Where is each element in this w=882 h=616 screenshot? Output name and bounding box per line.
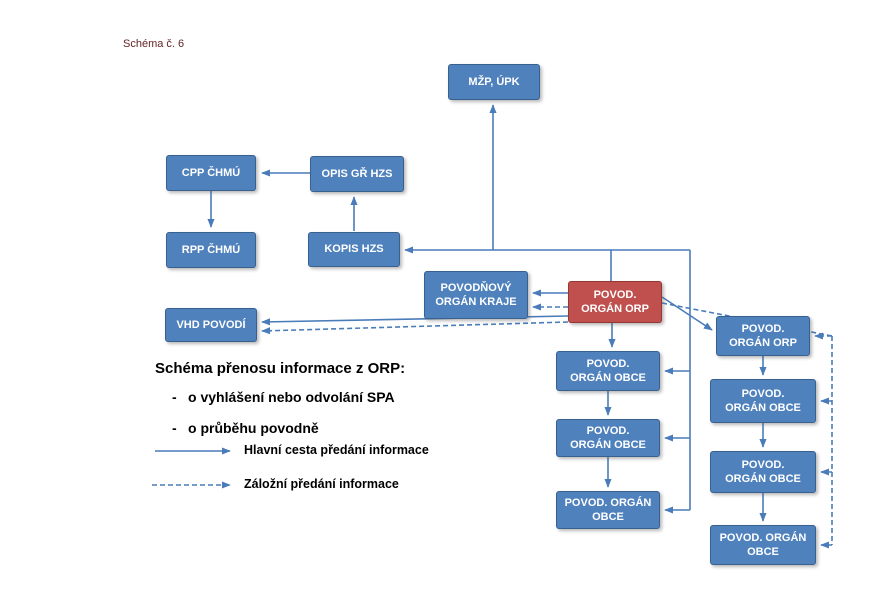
diagram-heading: Schéma přenosu informace z ORP:	[155, 360, 406, 377]
node-povod-organ-obce-r3: POVOD. ORGÁN OBCE	[710, 525, 816, 565]
node-mzp-upk: MŽP, ÚPK	[448, 64, 540, 100]
node-label: CPP ČHMÚ	[181, 166, 241, 179]
node-label: MŽP, ÚPK	[468, 75, 520, 88]
node-povod-organ-obce-l2: POVOD. ORGÁN OBCE	[556, 419, 660, 457]
node-label: POVOD. ORGÁN ORP	[729, 322, 797, 349]
node-povod-organ-orp-main: POVOD. ORGÁN ORP	[568, 281, 662, 323]
node-label: POVOD. ORGÁN OBCE	[719, 531, 807, 558]
node-cpp-chmu: CPP ČHMÚ	[166, 155, 256, 191]
schema-number-label: Schéma č. 6	[123, 38, 185, 50]
node-povod-organ-obce-l3: POVOD. ORGÁN OBCE	[556, 491, 660, 529]
node-povodnovy-organ-kraje: POVODŇOVÝ ORGÁN KRAJE	[424, 271, 528, 319]
legend-backup-path-label: Záložní předání informace	[244, 477, 399, 491]
node-povod-organ-obce-l1: POVOD. ORGÁN OBCE	[556, 351, 660, 391]
node-label: RPP ČHMÚ	[181, 243, 241, 256]
bullet-item: o průběhu povodně	[172, 420, 319, 436]
node-label: POVOD. ORGÁN ORP	[581, 288, 649, 315]
node-kopis-hzs: KOPIS HZS	[308, 232, 400, 267]
node-label: VHD POVODÍ	[176, 318, 246, 331]
edge-orp-to-orp-right	[661, 296, 713, 331]
node-label: POVOD. ORGÁN OBCE	[725, 387, 801, 414]
node-label: POVOD. ORGÁN OBCE	[564, 496, 652, 523]
node-povod-organ-orp-right: POVOD. ORGÁN ORP	[716, 316, 810, 356]
node-label: POVOD. ORGÁN OBCE	[570, 357, 646, 384]
node-label: POVOD. ORGÁN OBCE	[725, 458, 801, 485]
node-opis-gr-hzs: OPIS GŘ HZS	[310, 156, 404, 192]
node-label: OPIS GŘ HZS	[321, 167, 393, 180]
legend-main-path-label: Hlavní cesta předání informace	[244, 443, 429, 457]
edge-orp-to-vhd-backup	[261, 321, 569, 335]
node-label: POVODŇOVÝ ORGÁN KRAJE	[435, 281, 517, 308]
node-povod-organ-obce-r1: POVOD. ORGÁN OBCE	[710, 379, 816, 423]
node-label: POVOD. ORGÁN OBCE	[570, 424, 646, 451]
node-vhd-povodi: VHD POVODÍ	[165, 308, 257, 342]
node-label: KOPIS HZS	[324, 243, 384, 256]
node-rpp-chmu: RPP ČHMÚ	[166, 232, 256, 268]
bullet-item: o vyhlášení nebo odvolání SPA	[172, 389, 395, 405]
node-povod-organ-obce-r2: POVOD. ORGÁN OBCE	[710, 451, 816, 493]
